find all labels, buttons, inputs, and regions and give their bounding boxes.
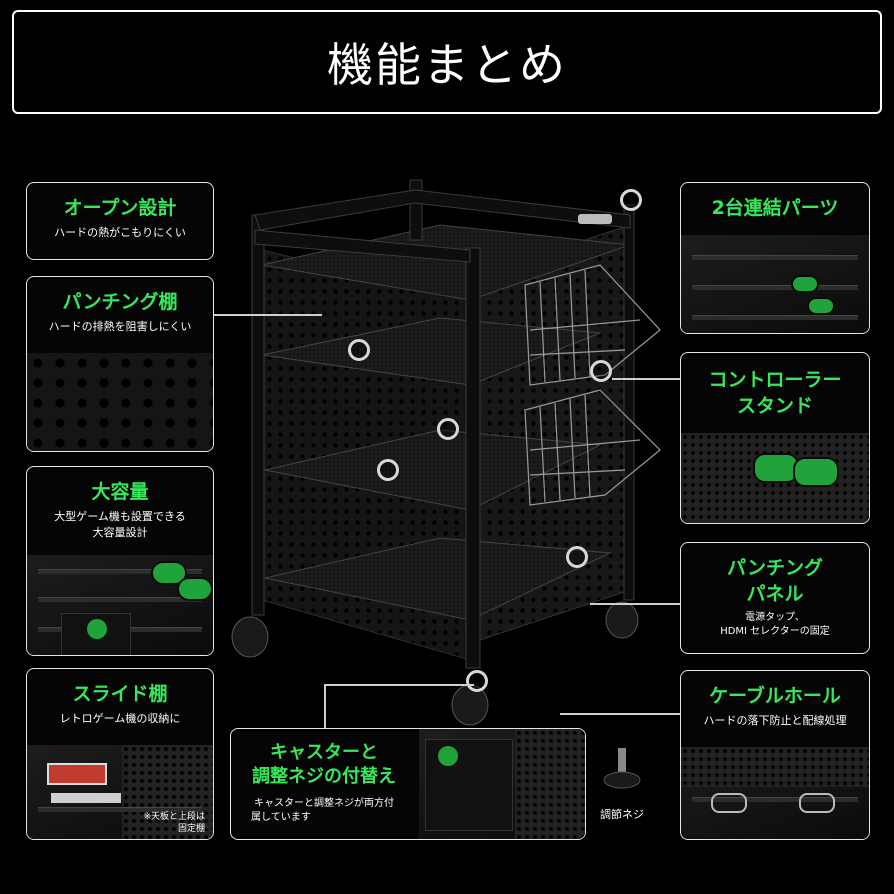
callout-circle-panel: [566, 546, 588, 568]
cable-hole-photo: [681, 747, 869, 839]
card-punching-shelf: パンチング棚 ハードの排熱を阻害しにくい: [26, 276, 214, 452]
slide-shelf-note2: 固定棚: [177, 824, 205, 834]
caster-heading2: 調整ネジの付替え: [252, 766, 396, 787]
title-box: 機能まとめ: [12, 10, 882, 114]
card-controller-stand: コントローラー スタンド: [680, 352, 870, 524]
punching-shelf-heading: パンチング棚: [62, 291, 178, 313]
punching-shelf-photo: [27, 353, 213, 451]
card-open-design: オープン設計 ハードの熱がこもりにくい: [26, 182, 214, 260]
card-cable-hole: ケーブルホール ハードの落下防止と配線処理: [680, 670, 870, 840]
leader-line-shelf: [212, 314, 322, 316]
punching-panel-heading2: パネル: [746, 583, 804, 605]
controller-stand-heading2: スタンド: [736, 395, 813, 417]
large-capacity-desc2: 大容量設計: [92, 526, 148, 539]
adjuster-screw-label: 調節ネジ: [600, 808, 644, 821]
card-caster: キャスターと 調整ネジの付替え キャスターと調整ネジが両方付 属しています: [230, 728, 586, 840]
card-punching-panel: パンチング パネル 電源タップ、 HDMI セレクターの固定: [680, 542, 870, 654]
controller-stand-photo: [681, 433, 869, 523]
callout-circle-basket: [590, 360, 612, 382]
card-slide-shelf: スライド棚 レトロゲーム機の収納に ※天板と上段は 固定棚: [26, 668, 214, 840]
large-capacity-heading: 大容量: [91, 481, 149, 503]
callout-circle-slide: [377, 459, 399, 481]
cable-hole-desc: ハードの落下防止と配線処理: [703, 714, 847, 727]
callout-circle-caster: [466, 670, 488, 692]
slide-shelf-photo: ※天板と上段は 固定棚: [27, 745, 213, 839]
leader-line-caster: [324, 684, 474, 686]
leader-line-panel: [590, 603, 680, 605]
slide-shelf-desc: レトロゲーム機の収納に: [59, 712, 181, 725]
callout-circle-top: [620, 189, 642, 211]
caster-desc2: 属しています: [251, 812, 311, 823]
controller-stand-heading1: コントローラー: [708, 369, 842, 391]
slide-shelf-heading: スライド棚: [72, 683, 168, 705]
callout-circle-cable: [437, 418, 459, 440]
large-capacity-desc1: 大型ゲーム機も設置できる: [54, 510, 186, 523]
caster-desc1: キャスターと調整ネジが両方付: [254, 798, 394, 809]
punching-panel-desc1: 電源タップ、: [745, 612, 805, 623]
card-link-parts: 2台連結パーツ: [680, 182, 870, 334]
card-large-capacity: 大容量 大型ゲーム機も設置できる 大容量設計: [26, 466, 214, 656]
open-design-heading: オープン設計: [63, 197, 177, 219]
open-design-desc: ハードの熱がこもりにくい: [54, 226, 186, 239]
caster-heading1: キャスターと: [270, 742, 378, 763]
caster-photo: [419, 729, 585, 839]
callout-circle-shelf: [348, 339, 370, 361]
punching-shelf-desc: ハードの排熱を阻害しにくい: [48, 320, 192, 333]
link-parts-heading: 2台連結パーツ: [711, 197, 839, 219]
leader-line-basket: [612, 378, 680, 380]
punching-panel-desc2: HDMI セレクターの固定: [720, 626, 830, 637]
large-capacity-photo: [27, 555, 213, 655]
page-title: 機能まとめ: [327, 38, 567, 92]
punching-panel-heading1: パンチング: [727, 557, 823, 579]
adjuster-screw-icon: [603, 748, 641, 789]
link-parts-photo: [681, 235, 869, 333]
slide-shelf-note1: ※天板と上段は: [143, 812, 205, 822]
cable-hole-heading: ケーブルホール: [709, 685, 841, 707]
leader-line-caster-v: [324, 684, 326, 728]
leader-line-cable: [560, 713, 680, 715]
